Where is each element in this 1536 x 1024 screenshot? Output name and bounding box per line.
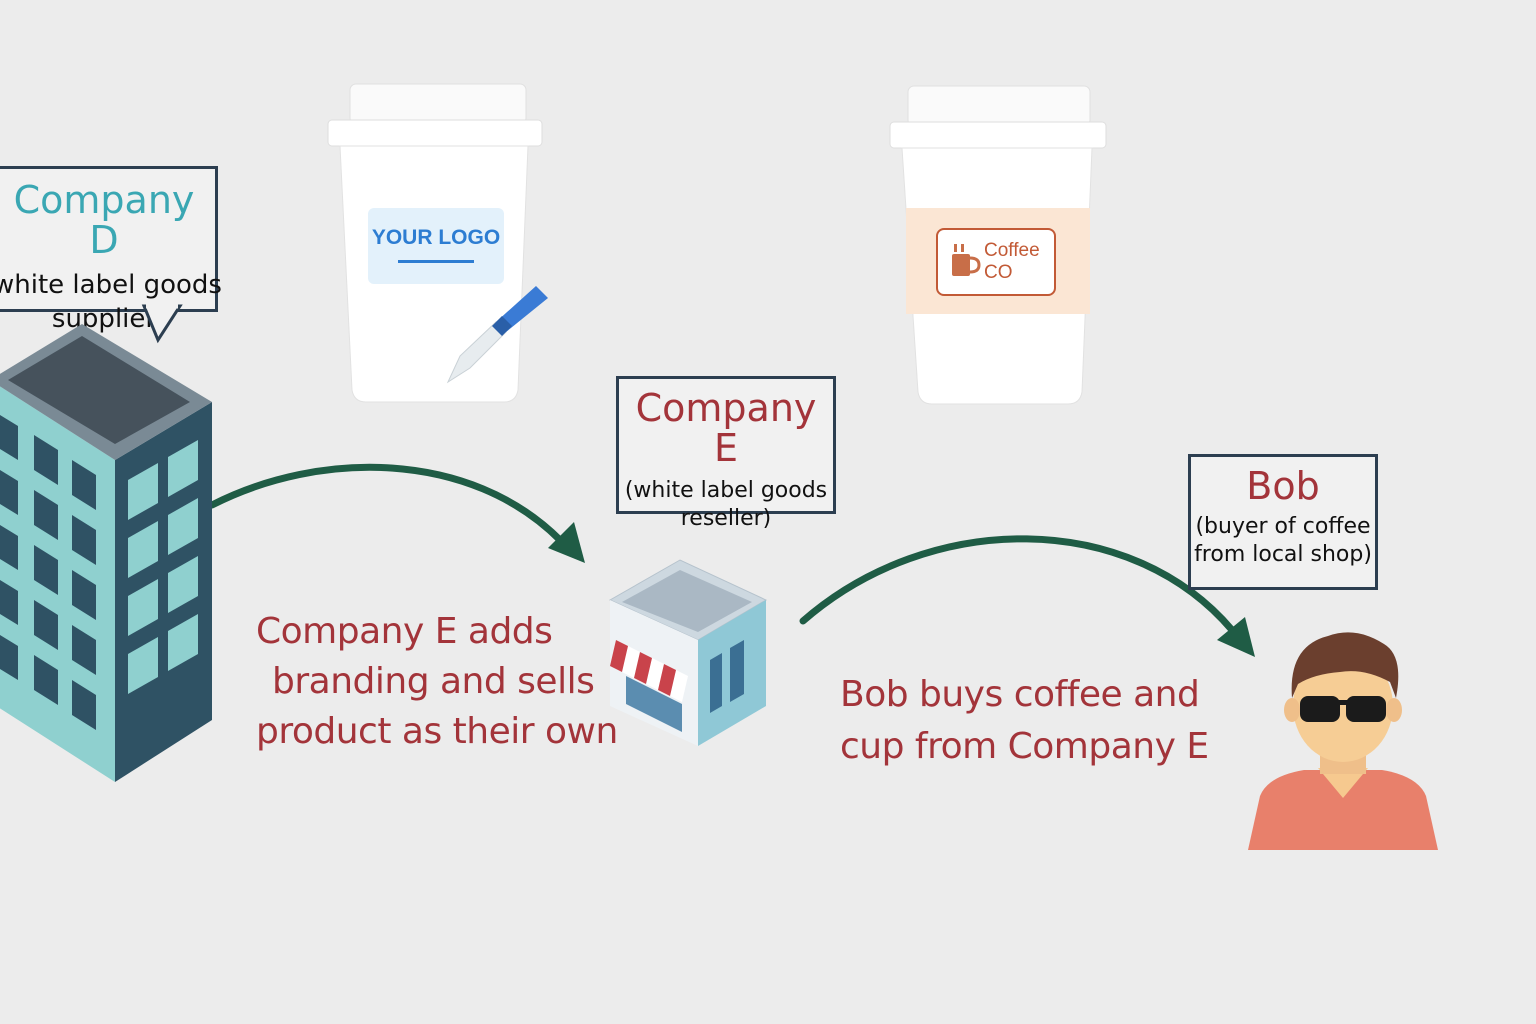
brand-line1: Coffee [984,240,1040,261]
supplier-desc-line2: supplier [51,303,157,334]
reseller-desc-line2: reseller) [680,506,772,532]
reseller-desc-line1: (white label goods [624,477,828,503]
buyer-desc-line1: (buyer of coffee [1195,513,1371,539]
logo-underline [398,260,474,263]
person-avatar-icon [1248,632,1438,850]
logo-placeholder-text: YOUR LOGO [371,226,501,249]
supplier-desc-line1: white label goods [0,269,222,300]
buyer-action-caption: Bob buys coffee and cup from Company E [840,669,1209,773]
pen-icon [446,286,548,384]
buyer-action-line2: cup from Company E [840,726,1209,767]
supplier-name: Company D [13,178,195,262]
reseller-action-caption: Company E adds branding and sells produc… [256,607,618,757]
reseller-action-line2: branding and sells [272,661,595,702]
buyer-action-line1: Bob buys coffee and [840,674,1200,715]
buyer-desc-line2: from local shop) [1194,542,1372,568]
logo-placeholder: YOUR LOGO [368,208,504,284]
coffee-co-label: Coffee CO [936,228,1056,296]
brand-line2: CO [984,262,1013,283]
buyer-name: Bob [1246,464,1320,508]
supplier-callout: Company D white label goods supplier [0,166,222,334]
reseller-box: Company E (white label goods reseller) [616,376,836,531]
reseller-action-line3: product as their own [256,711,618,752]
buyer-box: Bob (buyer of coffee from local shop) [1188,454,1378,590]
reseller-action-line1: Company E adds [256,611,553,652]
shop-icon [608,559,768,746]
speech-tail [141,303,183,344]
office-building-icon [0,324,212,782]
reseller-name: Company E [635,386,817,470]
mug-icon [952,244,981,276]
